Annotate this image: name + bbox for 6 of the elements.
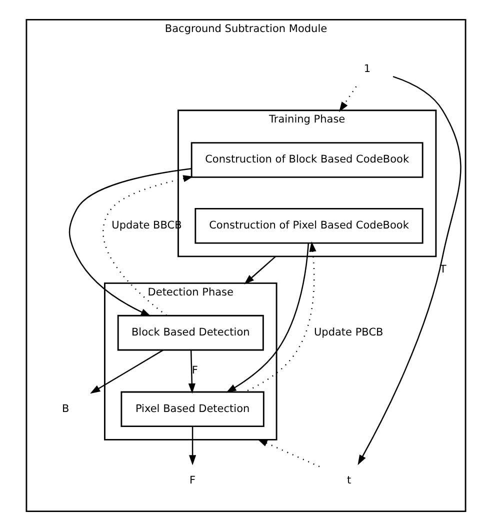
node-text: B — [62, 402, 70, 415]
node-text: t — [347, 474, 352, 486]
edge-label: Update PBCB — [314, 326, 384, 338]
node-text: F — [190, 474, 196, 486]
edge-label: F — [192, 364, 198, 377]
node-text: 1 — [364, 63, 371, 76]
